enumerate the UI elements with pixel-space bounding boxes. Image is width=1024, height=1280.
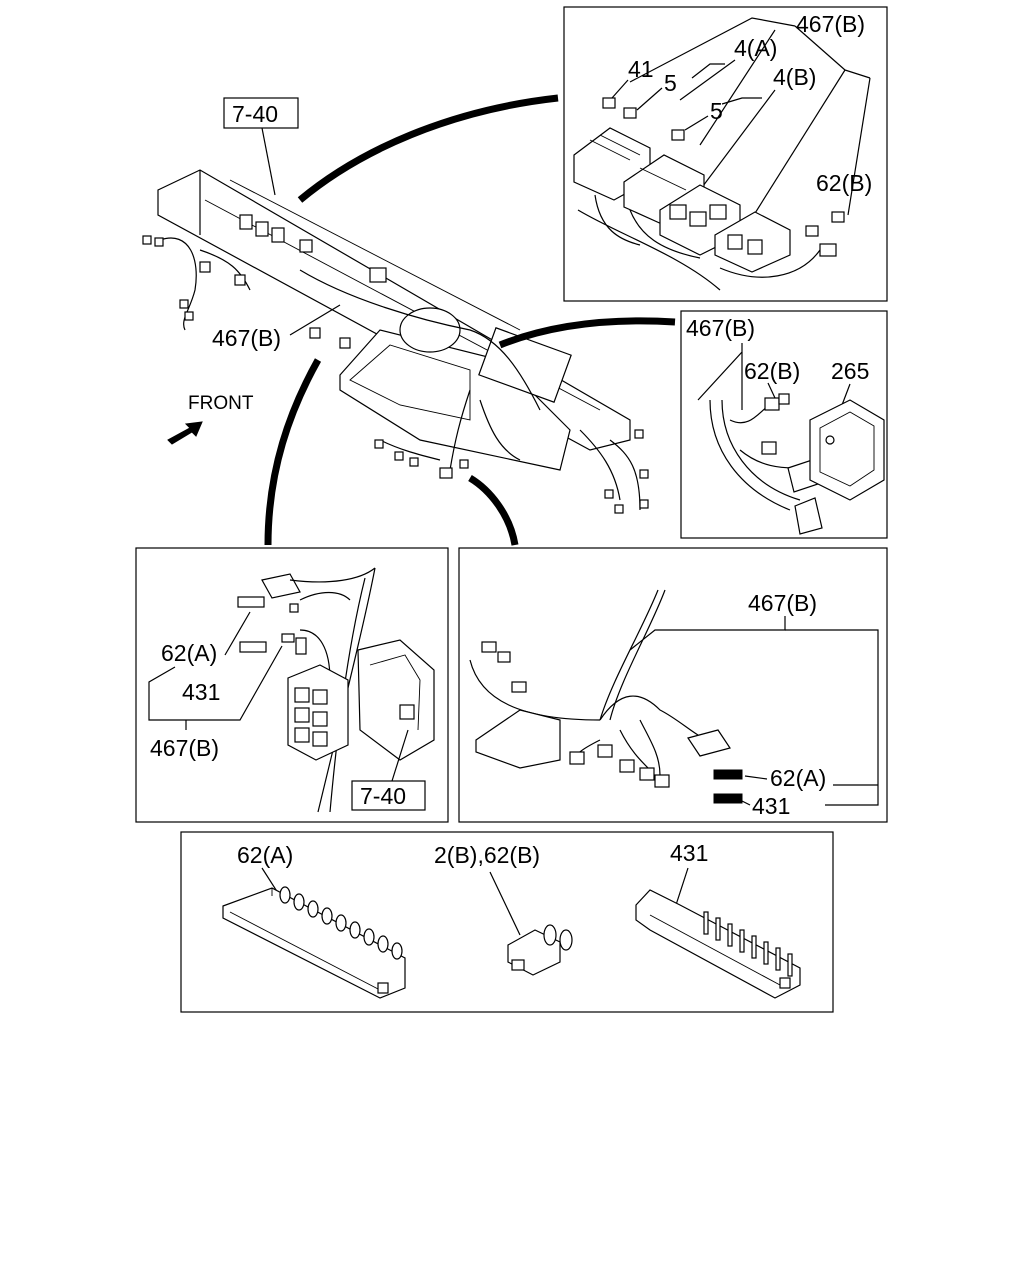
tr-4b-label: 4(B) [773, 64, 816, 90]
detail-frame-top-right [563, 6, 888, 302]
detail-connector-265: 467(B) 62(B) 265 [680, 310, 888, 539]
connector-431 [635, 889, 801, 999]
connector-265 [809, 399, 885, 501]
ref-box-main [223, 97, 299, 129]
mrt-431-label: 431 [752, 793, 790, 819]
callout-curve-mid-right-bottom [468, 474, 519, 546]
bot-62a-label: 62(A) [237, 842, 293, 868]
tr-harness-label: 467(B) [796, 11, 865, 37]
detail-fuse-block: 467(B) 41 4(A) 5 4(B) 5 62(B) [563, 6, 888, 302]
tr-5b-label: 5 [710, 98, 723, 124]
tr-4a-label: 4(A) [734, 35, 777, 61]
detail-connector-parts: 62(A) 2(B),62(B) 431 [180, 831, 834, 1013]
mr-62b-label: 62(B) [744, 358, 800, 384]
bot-431-label: 431 [670, 840, 708, 866]
callout-curve-mid-left [264, 358, 322, 546]
junction-pad [475, 709, 561, 769]
detail-harness-branch: 467(B) 62(A) 431 [458, 547, 888, 823]
mr-265-label: 265 [831, 358, 869, 384]
bot-2b62b-label: 2(B),62(B) [434, 842, 540, 868]
tr-62b-label: 62(B) [816, 170, 872, 196]
tr-41-label: 41 [628, 56, 654, 82]
ml-62a-label: 62(A) [161, 640, 217, 666]
ml-431-label: 431 [182, 679, 220, 705]
detail-frame-mid-left [135, 547, 449, 823]
callout-curve-mid-right [498, 317, 676, 349]
ml-harness-label: 467(B) [150, 735, 219, 761]
ref-box-ml [351, 780, 426, 811]
tr-5a-label: 5 [664, 70, 677, 96]
mrt-62a-label: 62(A) [770, 765, 826, 791]
detail-frame-bottom [180, 831, 834, 1013]
center-console [339, 329, 571, 471]
ref-main-label: 7-40 [232, 101, 278, 127]
callout-curve-top-right [297, 94, 559, 203]
detail-frame-mid-right-bottom [458, 547, 888, 823]
front-arrow-icon [167, 421, 203, 445]
ml-ref-label: 7-40 [360, 783, 406, 809]
mrt-harness-label: 467(B) [748, 590, 817, 616]
detail-relay-bracket: 62(A) 431 467(B) 7-40 [135, 547, 449, 823]
instrument-panel-assembly: 7-40 [142, 94, 676, 546]
front-label: FRONT [188, 393, 254, 414]
bracket [357, 639, 435, 761]
detail-frame-mid-right [680, 310, 888, 539]
harness-main-label: 467(B) [212, 325, 281, 351]
mr-harness-label: 467(B) [686, 315, 755, 341]
